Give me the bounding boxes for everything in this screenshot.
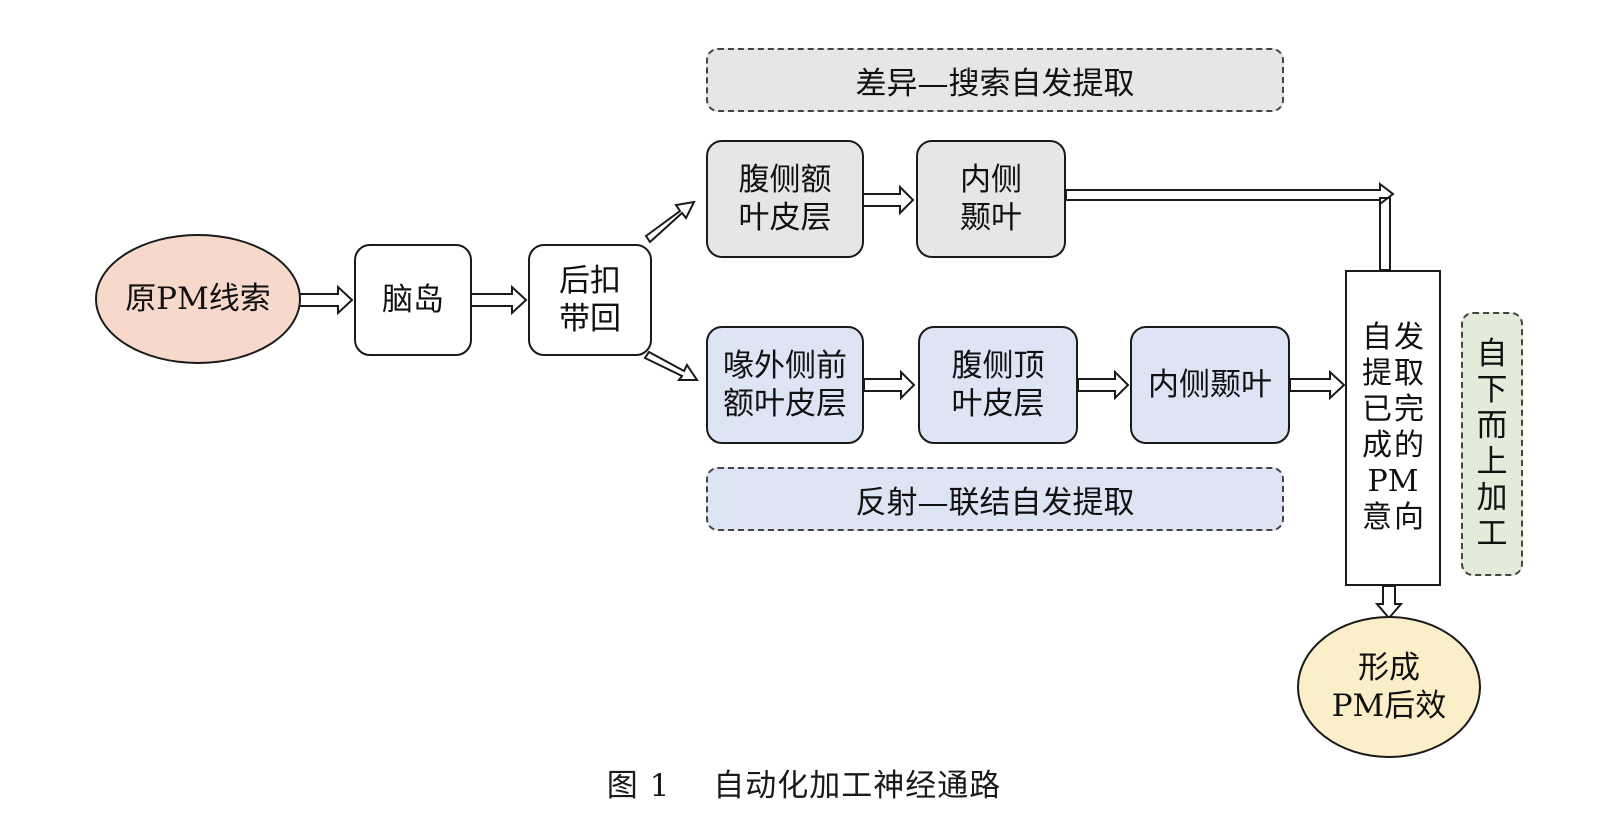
arrow-cue-to-insula [295, 284, 354, 316]
retrieval-char: 自 [1362, 320, 1392, 355]
node-ventral-parietal-cortex-line-2: 叶皮层 [951, 386, 1045, 422]
node-medial-temporal-bottom: 内侧颞叶 [1130, 326, 1290, 444]
node-pm-aftereffect-line-2: PM后效 [1331, 688, 1447, 724]
node-medial-temporal-top-line-1: 内侧 [960, 162, 1022, 198]
node-original-pm-cue-label: 原PM线索 [125, 281, 271, 317]
arrow-vpc-to-mtl-bottom [1077, 369, 1130, 401]
node-pm-aftereffect-line-1: 形成 [1358, 650, 1420, 686]
node-medial-temporal-top: 内侧 颞叶 [916, 140, 1066, 258]
node-ventral-frontal-cortex: 腹侧额 叶皮层 [706, 140, 864, 258]
arrow-pcc-to-dlpfc [643, 350, 699, 381]
side-char: 上 [1476, 444, 1508, 480]
node-posterior-cingulate-line-1: 后扣 [559, 263, 621, 299]
side-char: 下 [1476, 372, 1508, 408]
retrieval-char: PM [1367, 464, 1419, 499]
arrow-pcc-to-vlpfc [644, 200, 696, 244]
band-reflexive-association: 反射—联结自发提取 [706, 467, 1284, 531]
arrow-dlpfc-to-vpc [863, 369, 916, 401]
side-char: 自 [1476, 336, 1508, 372]
arrow-vlpfc-to-mtl-top [862, 184, 915, 216]
node-posterior-cingulate-line-2: 带回 [559, 301, 621, 337]
node-rostrolateral-prefrontal-cortex-line-1: 喙外侧前 [723, 348, 847, 384]
figure-caption: 图 1 自动化加工神经通路 [606, 768, 1002, 804]
node-insula: 脑岛 [354, 244, 472, 356]
side-char: 加 [1476, 480, 1508, 516]
side-char: 工 [1476, 516, 1508, 552]
node-insula-label: 脑岛 [382, 282, 444, 318]
node-pm-aftereffect: 形成 PM后效 [1297, 616, 1481, 758]
arrow-insula-to-pcc [469, 284, 528, 316]
node-rostrolateral-prefrontal-cortex: 喙外侧前 额叶皮层 [706, 326, 864, 444]
retrieval-char: 意 [1362, 500, 1392, 535]
band-bottom-up-processing: 自 下 而 上 加 工 [1461, 312, 1523, 576]
retrieval-char: 的 [1394, 428, 1424, 463]
retrieval-char: 完 [1394, 392, 1424, 427]
arrow-mtl-top-to-retrieval [1065, 181, 1395, 271]
arrow-mtl-bottom-to-retrieval [1289, 369, 1346, 401]
retrieval-char: 已 [1362, 392, 1392, 427]
node-medial-temporal-bottom-label: 内侧颞叶 [1148, 367, 1272, 403]
side-char: 而 [1476, 408, 1508, 444]
node-ventral-parietal-cortex: 腹侧顶 叶皮层 [918, 326, 1078, 444]
node-ventral-frontal-cortex-line-1: 腹侧额 [738, 162, 832, 198]
node-original-pm-cue: 原PM线索 [95, 234, 301, 364]
band-reflexive-association-label: 反射—联结自发提取 [855, 484, 1135, 521]
retrieval-char: 取 [1394, 356, 1424, 391]
node-posterior-cingulate: 后扣 带回 [528, 244, 652, 356]
arrow-retrieval-to-effect [1374, 585, 1404, 620]
retrieval-char: 发 [1394, 320, 1424, 355]
node-ventral-parietal-cortex-line-1: 腹侧顶 [951, 348, 1045, 384]
retrieval-char: 成 [1362, 428, 1392, 463]
node-retrieval-of-completed-intention: 自 发 提 取 已 完 成 的 PM 意 向 [1345, 270, 1441, 586]
retrieval-char: 向 [1394, 500, 1424, 535]
node-medial-temporal-top-line-2: 颞叶 [960, 200, 1022, 236]
node-ventral-frontal-cortex-line-2: 叶皮层 [738, 200, 832, 236]
band-difference-search: 差异—搜索自发提取 [706, 48, 1284, 112]
band-difference-search-label: 差异—搜索自发提取 [855, 65, 1135, 102]
retrieval-char: 提 [1362, 356, 1392, 391]
node-rostrolateral-prefrontal-cortex-line-2: 额叶皮层 [723, 386, 847, 422]
